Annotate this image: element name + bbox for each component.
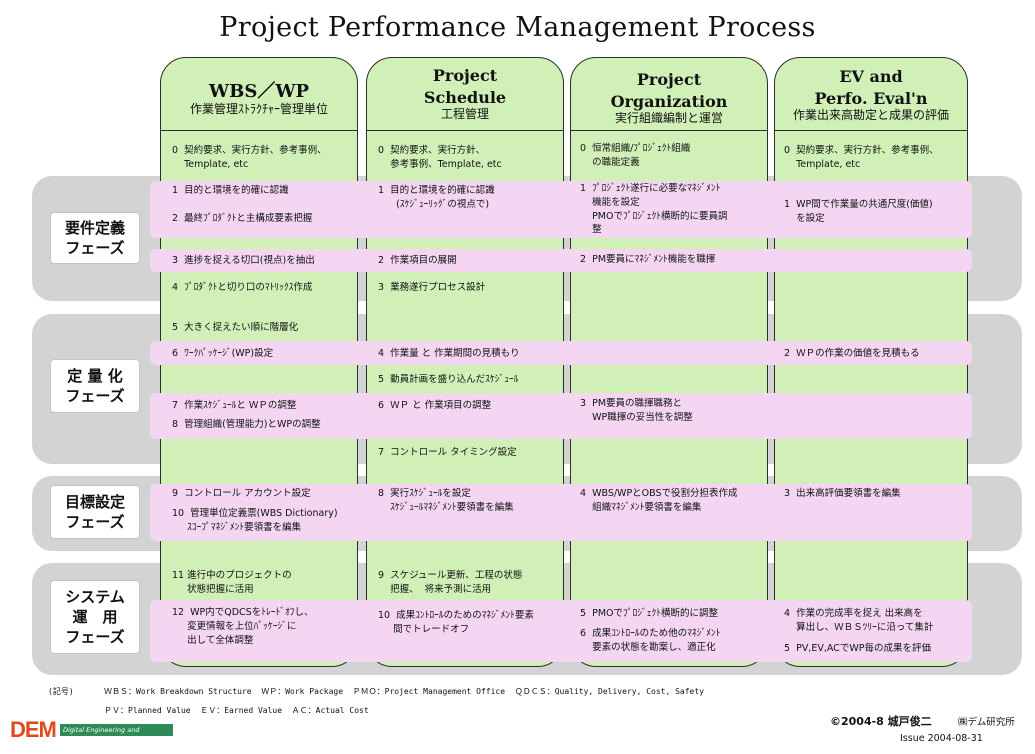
phase-label-quantification: 定 量 化 フェーズ <box>50 359 140 413</box>
wbs-step-9: 9 コントロール アカウント設定 <box>172 488 311 499</box>
company-name: ㈱デム研究所 <box>958 717 1015 728</box>
wbs-step-8: 8 管理組織(管理能力)とWPの調整 <box>172 419 321 430</box>
organization-step-6: 6 成果ｺﾝﾄﾛｰﾙのため他のﾏﾈｼﾞﾒﾝﾄ 要素の状態を勘案し、適正化 <box>580 628 721 653</box>
organization-step-2: 2 PM要員にﾏﾈｼﾞﾒﾝﾄ機能を職揮 <box>580 254 716 265</box>
ev-step-4: 4 作業の完成率を捉え 出来高を 算出し、ＷＢＳﾂﾘｰに沿って集計 <box>784 608 934 633</box>
wbs-step-1: 1 目的と環境を的確に認識 <box>172 185 289 196</box>
dem-logo-tagline: Digital Engineering and Management <box>60 724 173 746</box>
schedule-step-9: 9 スケジュール更新、工程の状態 把握、 将来予測に活用 <box>378 570 523 595</box>
schedule-step-5: 5 動員計画を盛り込んだｽｹｼﾞｭｰﾙ <box>378 374 519 385</box>
schedule-step-2: 2 作業項目の展開 <box>378 255 457 266</box>
column-title: WBS／WP <box>208 81 310 102</box>
column-subtitle: 作業管理ｽﾄﾗｸﾁｬｰ管理単位 <box>189 101 328 116</box>
wbs-step-2: 2 最終ﾌﾟﾛﾀﾞｸﾄと主構成要素把握 <box>172 213 313 224</box>
row-stripe <box>150 249 972 272</box>
dem-logo: DEM <box>10 717 57 742</box>
schedule-step-10: 10 成果ｺﾝﾄﾛｰﾙのためのﾏﾈｼﾞﾒﾝﾄ要素 間でトレードオフ <box>378 610 534 635</box>
ev-step-3: 3 出来高評価要領書を編集 <box>784 488 901 499</box>
schedule-step-1: 1 目的と環境を的確に認識 (ｽｹｼﾞｭｰﾘｯｸﾞの視点で) <box>378 185 495 210</box>
schedule-step-3: 3 業務遂行プロセス設計 <box>378 282 486 293</box>
wbs-step-3: 3 進捗を捉える切口(視点)を抽出 <box>172 255 315 266</box>
schedule-step-7: 7 コントロール タイミング設定 <box>378 447 517 458</box>
schedule-step-0: 0 契約要求、実行方針、 参考事例、Template, etc <box>378 145 502 170</box>
column-header-ev: EV and Perfo. Eval'n 作業出来高勘定と成果の評価 <box>776 66 966 123</box>
organization-step-1: 1 ﾌﾟﾛｼﾞｪｸﾄ遂行に必要なﾏﾈｼﾞﾒﾝﾄ 機能を設定 PMOでﾌﾟﾛｼﾞｪ… <box>580 183 728 236</box>
wbs-step-6: 6 ﾜｰｸﾊﾟｯｹｰｼﾞ(WP)設定 <box>172 348 274 359</box>
phase-label-requirements: 要件定義 フェーズ <box>50 212 140 264</box>
row-stripe <box>150 484 972 541</box>
row-stripe <box>150 341 972 365</box>
legend-prefix: (記号) <box>48 687 74 696</box>
organization-step-0: 0 恒常組織/ﾌﾟﾛｼﾞｪｸﾄ組織 の職能定義 <box>580 143 691 168</box>
column-header-wbs: WBS／WP 作業管理ｽﾄﾗｸﾁｬｰ管理単位 <box>162 81 356 116</box>
header-divider <box>367 130 563 131</box>
ev-step-1: 1 WP間で作業量の共通尺度(価値) を設定 <box>784 199 933 224</box>
wbs-step-5: 5 大きく捉えたい順に階層化 <box>172 322 299 333</box>
ev-step-2: 2 ＷＰの作業の価値を見積もる <box>784 348 920 359</box>
organization-step-4: 4 WBS/WPとOBSで役割分担表作成 組織ﾏﾈｼﾞﾒﾝﾄ要領書を編集 <box>580 488 738 513</box>
wbs-step-4: 4 ﾌﾟﾛﾀﾞｸﾄと切り口のﾏﾄﾘｯｸｽ作成 <box>172 282 313 293</box>
legend-line-1: ＷＢＳ：Work Breakdown Structure ＷＰ：Work Pac… <box>104 687 705 696</box>
column-subtitle: 作業出来高勘定と成果の評価 <box>792 108 949 123</box>
column-title: Project Organization <box>610 70 728 111</box>
phase-label-operation: システム 運 用 フェーズ <box>50 580 140 654</box>
wbs-step-10: 10 管理単位定義票(WBS Dictionary) ｽｺｰﾌﾟﾏﾈｼﾞﾒﾝﾄ要… <box>172 508 338 533</box>
wbs-step-0: 0 契約要求、実行方針、参考事例、 Template, etc <box>172 145 327 170</box>
ev-step-5: 5 PV,EV,ACでWP毎の成果を評価 <box>784 643 931 654</box>
copyright: ©2004-8 城戸俊二 <box>830 715 932 728</box>
row-stripe <box>150 181 972 238</box>
column-subtitle: 実行組織編制と運営 <box>614 111 723 126</box>
ev-step-0: 0 契約要求、実行方針、参考事例、 Template, etc <box>784 145 939 170</box>
wbs-step-7: 7 作業ｽｹｼﾞｭｰﾙと ＷＰの調整 <box>172 400 297 411</box>
column-title: Project Schedule <box>423 66 507 107</box>
schedule-step-4: 4 作業量 と 作業期間の見積もり <box>378 348 520 359</box>
wbs-step-12: 12 WP内でQDCSをﾄﾚｰﾄﾞｵﾌし、 変更情報を上位ﾊﾟｯｹｰｼﾞに 出し… <box>172 607 314 646</box>
column-subtitle: 工程管理 <box>440 107 489 122</box>
schedule-step-6: 6 ＷＰ と 作業項目の調整 <box>378 400 492 411</box>
header-divider <box>161 130 357 131</box>
column-header-schedule: Project Schedule 工程管理 <box>368 65 562 122</box>
column-title: EV and Perfo. Eval'n <box>814 67 928 108</box>
wbs-step-11: 11 進行中のプロジェクトの 状態把握に活用 <box>172 570 292 595</box>
row-stripe <box>150 600 972 662</box>
issue-date: Issue 2004-08-31 <box>900 733 983 744</box>
schedule-step-8: 8 実行ｽｹｼﾞｭｰﾙを設定 ｽｹｼﾞｭｰﾙﾏﾈｼﾞﾒﾝﾄ要領書を編集 <box>378 488 514 513</box>
header-divider <box>775 130 967 131</box>
phase-label-target-setting: 目標設定 フェーズ <box>50 485 140 539</box>
legend-line-2: ＰＶ：Planned Value ＥＶ：Earned Value ＡＣ：Actu… <box>104 706 369 715</box>
header-divider <box>571 130 767 131</box>
page-title: Project Performance Management Process <box>219 12 816 43</box>
column-header-organization: Project Organization 実行組織編制と運営 <box>572 69 766 126</box>
organization-step-5: 5 PMOでﾌﾟﾛｼﾞｪｸﾄ横断的に調整 <box>580 608 718 619</box>
organization-step-3: 3 PM要員の職揮職務と WP職揮の妥当性を調整 <box>580 398 693 423</box>
row-stripe <box>150 393 972 439</box>
